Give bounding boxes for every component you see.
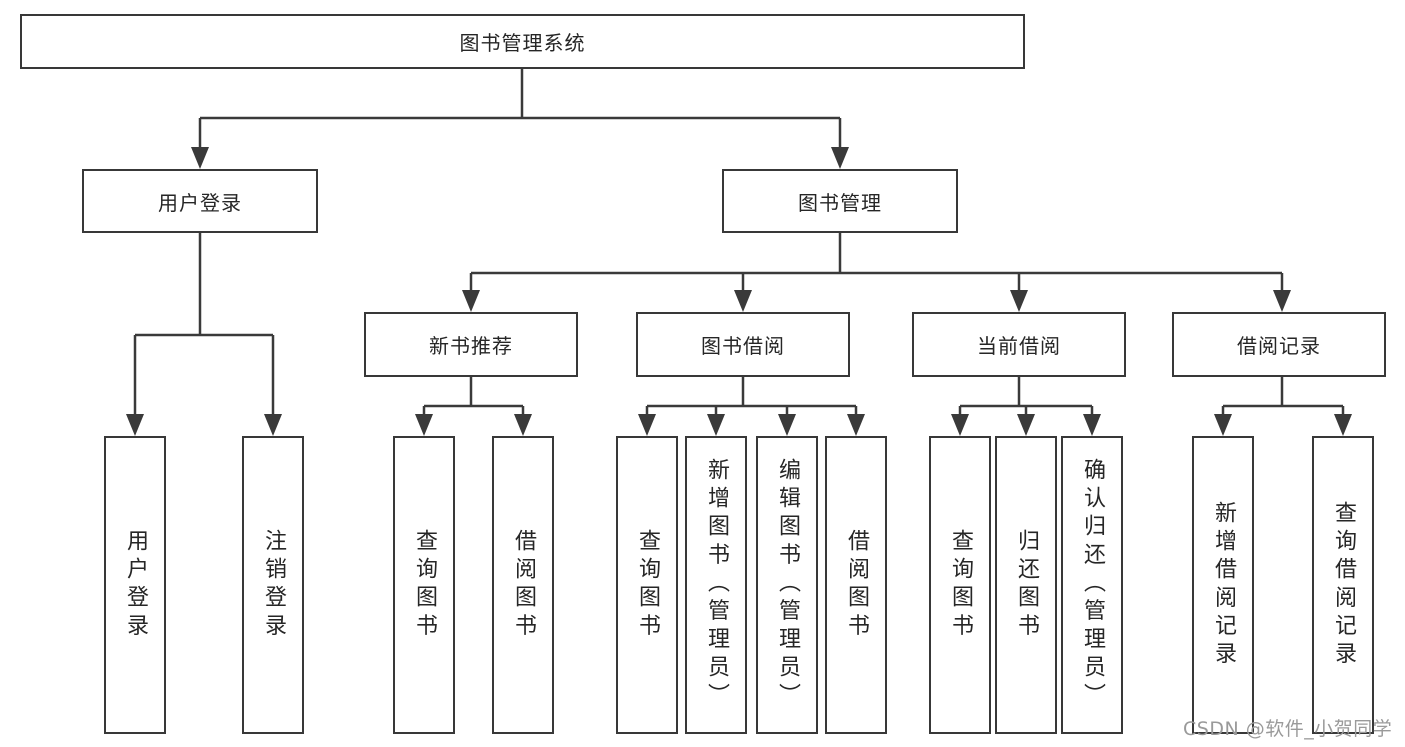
leaf-borrow-books: 借阅图书 bbox=[825, 436, 887, 734]
leaf-label: 编辑图书（管理员） bbox=[775, 458, 800, 712]
leaf-label: 查询图书 bbox=[635, 528, 660, 642]
leaf-query-books-borrow: 查询图书 bbox=[616, 436, 678, 734]
leaf-label: 确认归还（管理员） bbox=[1080, 458, 1105, 712]
leaf-user-login: 用户登录 bbox=[104, 436, 166, 734]
node-current-borrow: 当前借阅 bbox=[912, 312, 1126, 377]
leaf-logout: 注销登录 bbox=[242, 436, 304, 734]
node-label: 图书管理系统 bbox=[459, 31, 586, 55]
watermark: CSDN @软件_小贺同学 bbox=[1183, 718, 1393, 740]
leaf-label: 归还图书 bbox=[1014, 528, 1039, 642]
leaf-label: 借阅图书 bbox=[844, 528, 869, 642]
leaf-query-books-current: 查询图书 bbox=[929, 436, 991, 734]
leaf-query-borrow-record: 查询借阅记录 bbox=[1312, 436, 1374, 734]
arrowhead-icons bbox=[126, 147, 1352, 436]
node-borrow-records: 借阅记录 bbox=[1172, 312, 1386, 377]
leaf-add-books-admin: 新增图书（管理员） bbox=[685, 436, 747, 734]
leaf-return-books: 归还图书 bbox=[995, 436, 1057, 734]
node-label: 新书推荐 bbox=[429, 334, 513, 358]
node-label: 当前借阅 bbox=[977, 334, 1061, 358]
leaf-label: 查询图书 bbox=[412, 528, 437, 642]
leaf-label: 注销登录 bbox=[261, 528, 286, 642]
node-user-login: 用户登录 bbox=[82, 169, 318, 233]
node-label: 借阅记录 bbox=[1237, 334, 1321, 358]
leaf-borrow-books-recommend: 借阅图书 bbox=[492, 436, 554, 734]
leaf-label: 查询借阅记录 bbox=[1331, 500, 1356, 670]
node-root: 图书管理系统 bbox=[20, 14, 1025, 69]
leaf-confirm-return-admin: 确认归还（管理员） bbox=[1061, 436, 1123, 734]
node-label: 用户登录 bbox=[158, 190, 242, 215]
leaf-label: 用户登录 bbox=[123, 528, 148, 642]
node-label: 图书管理 bbox=[798, 190, 882, 215]
node-new-book-recommend: 新书推荐 bbox=[364, 312, 578, 377]
node-book-management: 图书管理 bbox=[722, 169, 958, 233]
leaf-label: 借阅图书 bbox=[511, 528, 536, 642]
leaf-query-books-recommend: 查询图书 bbox=[393, 436, 455, 734]
leaf-label: 新增借阅记录 bbox=[1211, 500, 1236, 670]
leaf-label: 查询图书 bbox=[948, 528, 973, 642]
leaf-add-borrow-record: 新增借阅记录 bbox=[1192, 436, 1254, 734]
leaf-edit-books-admin: 编辑图书（管理员） bbox=[756, 436, 818, 734]
node-label: 图书借阅 bbox=[701, 334, 785, 358]
leaf-label: 新增图书（管理员） bbox=[704, 458, 729, 712]
node-book-borrow: 图书借阅 bbox=[636, 312, 850, 377]
